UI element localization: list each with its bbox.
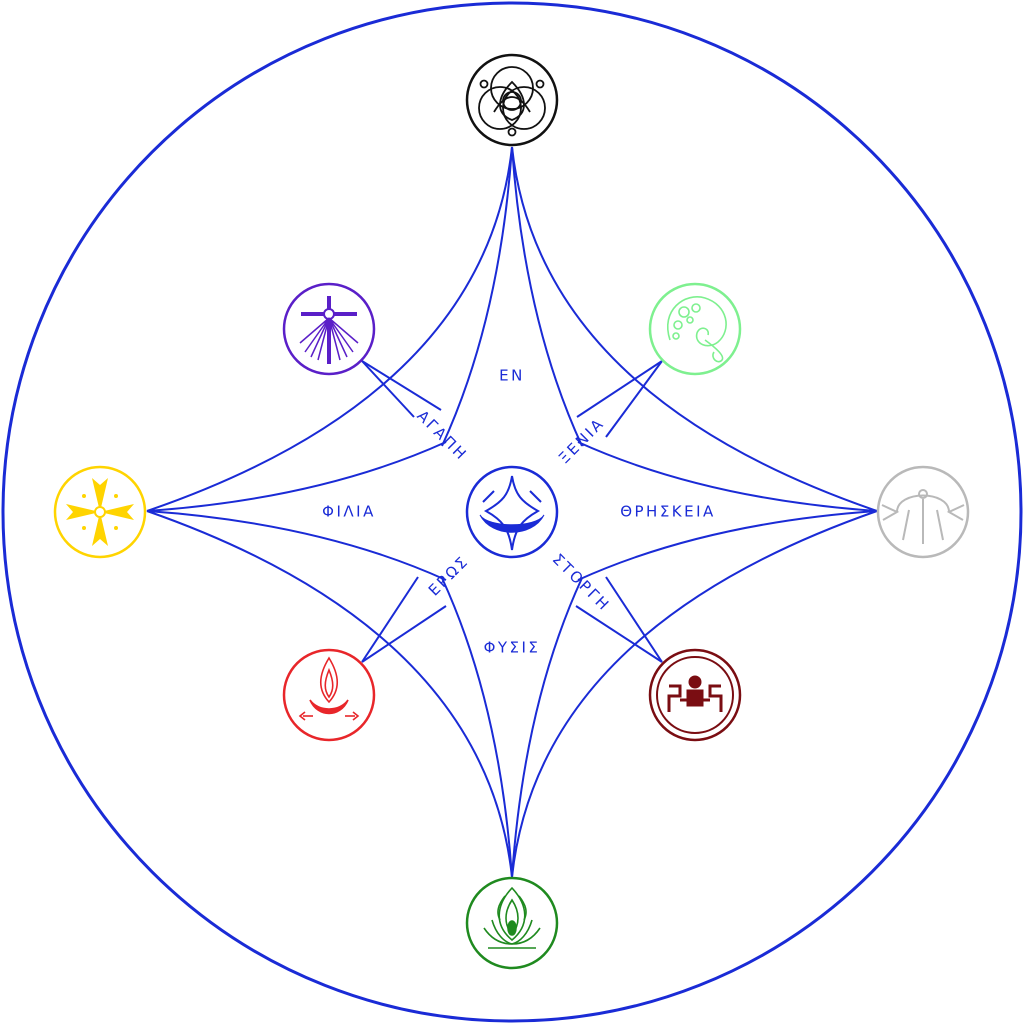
ray-right-bottom-edge <box>577 510 878 581</box>
ray-bottom-left-edge <box>441 577 513 878</box>
lower-right-inner-ring <box>656 656 734 734</box>
lower-left-node[interactable] <box>282 648 376 742</box>
crescent-star-icon <box>479 475 545 551</box>
spike-upper-right-b <box>576 360 663 418</box>
flame-crescent-icon <box>298 656 360 721</box>
bottom-node[interactable] <box>465 876 559 970</box>
top-node[interactable] <box>465 53 559 147</box>
spike-lower-right-a <box>575 605 663 663</box>
ray-left-bottom-edge <box>146 510 447 581</box>
lotus-flame-icon <box>483 886 541 949</box>
spike-lower-left-a <box>361 576 419 663</box>
center-node[interactable] <box>465 465 559 559</box>
label-top: ΕΝ <box>499 367 525 385</box>
spike-upper-right-a <box>605 360 663 438</box>
spiral-shell-icon <box>667 296 727 363</box>
spike-lower-right-b <box>605 576 663 663</box>
spike-upper-left-a <box>361 360 415 418</box>
arc-bottom-left <box>146 510 513 878</box>
label-right: ΘΡΗΣΚΕΙΑ <box>620 503 716 521</box>
ray-right-top-edge <box>577 441 878 512</box>
ray-top-right-edge <box>511 146 583 447</box>
lower-right-node[interactable] <box>648 648 742 742</box>
sun-dial-icon <box>881 489 965 544</box>
arc-bottom-right <box>511 510 878 878</box>
ray-left-top-edge <box>146 441 447 512</box>
figure-meander-icon <box>667 675 723 712</box>
radiant-cross-icon <box>299 296 359 364</box>
upper-right-node[interactable] <box>648 282 742 376</box>
spike-lower-left-b <box>361 605 447 663</box>
label-lower-right: ΣΤΟΡΓΗ <box>549 550 614 615</box>
sun-flower-icon <box>66 478 134 546</box>
label-bottom: ΦΥΣΙΣ <box>484 639 541 657</box>
ray-top-left-edge <box>441 146 513 447</box>
label-upper-right: ΞΕΝΙΑ <box>555 414 608 467</box>
left-node[interactable] <box>53 465 147 559</box>
right-node[interactable] <box>876 465 970 559</box>
label-upper-left: ΑΓΑΠΗ <box>413 407 471 465</box>
label-left: ΦΙΛΙΑ <box>322 503 376 521</box>
upper-left-node[interactable] <box>282 282 376 376</box>
arc-top-right <box>511 146 878 512</box>
ray-bottom-right-edge <box>511 577 583 878</box>
triquetra-circles-icon <box>478 66 546 137</box>
spike-upper-left-b <box>361 360 442 411</box>
arc-top-left <box>146 146 513 512</box>
star-rays <box>146 146 878 878</box>
